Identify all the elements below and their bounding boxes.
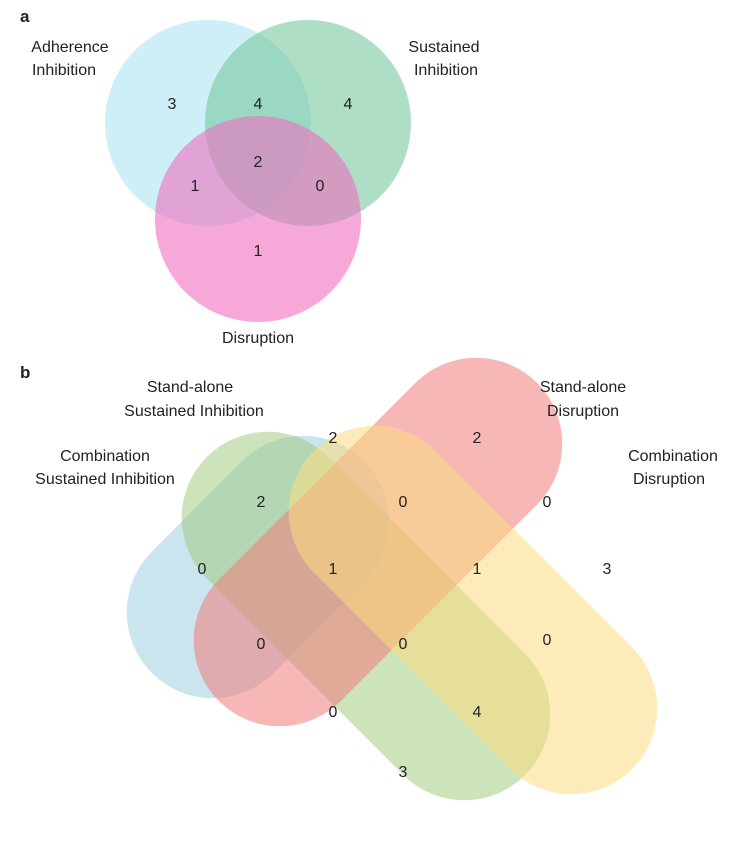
set-label-adherence-line1: Adherence xyxy=(31,39,108,56)
region-count: 2 xyxy=(329,430,338,447)
region-count: 1 xyxy=(473,561,482,578)
panel-b-letter: b xyxy=(20,363,30,382)
region-count: 0 xyxy=(543,494,552,511)
region-count: 0 xyxy=(399,636,408,653)
region-count: 0 xyxy=(198,561,207,578)
panel-a-letter: a xyxy=(20,7,30,26)
set-label-combination-disruption-line1: Combination xyxy=(628,448,718,465)
set-label-standalone-disruption-line1: Stand-alone xyxy=(540,379,626,396)
count-adherence-sustained: 4 xyxy=(254,96,263,113)
region-count: 4 xyxy=(473,704,482,721)
set-label-sustained-line1: Sustained xyxy=(408,39,479,56)
count-sustained-disruption: 0 xyxy=(316,178,325,195)
region-count: 0 xyxy=(329,704,338,721)
count-adherence-only: 3 xyxy=(168,96,177,113)
region-count: 3 xyxy=(603,561,612,578)
set-label-combination-sustained-line2: Sustained Inhibition xyxy=(35,471,175,488)
venn-shape-combination-disruption xyxy=(288,425,658,795)
set-label-standalone-sustained-line2: Sustained Inhibition xyxy=(124,403,264,420)
venn-circle-disruption xyxy=(155,116,361,322)
count-adherence-disruption: 1 xyxy=(191,178,200,195)
set-label-disruption: Disruption xyxy=(222,330,294,347)
region-count: 2 xyxy=(473,430,482,447)
region-count: 3 xyxy=(399,764,408,781)
region-count: 0 xyxy=(257,636,266,653)
region-count: 0 xyxy=(543,632,552,649)
set-label-combination-sustained-line1: Combination xyxy=(60,448,150,465)
set-label-standalone-sustained-line1: Stand-alone xyxy=(147,379,233,396)
count-all-three: 2 xyxy=(254,154,263,171)
panel-a: a Adherence Inhibition Sustained Inhibit… xyxy=(20,7,480,347)
panel-b: b Combination Sustained Inhibition Stand… xyxy=(20,357,718,801)
set-label-adherence-line2: Inhibition xyxy=(32,62,96,79)
region-count: 2 xyxy=(257,494,266,511)
set-label-combination-disruption-line2: Disruption xyxy=(633,471,705,488)
set-label-sustained-line2: Inhibition xyxy=(414,62,478,79)
set-label-standalone-disruption-line2: Disruption xyxy=(547,403,619,420)
count-sustained-only: 4 xyxy=(344,96,353,113)
region-count: 0 xyxy=(399,494,408,511)
count-disruption-only: 1 xyxy=(254,243,263,260)
region-count: 1 xyxy=(329,561,338,578)
